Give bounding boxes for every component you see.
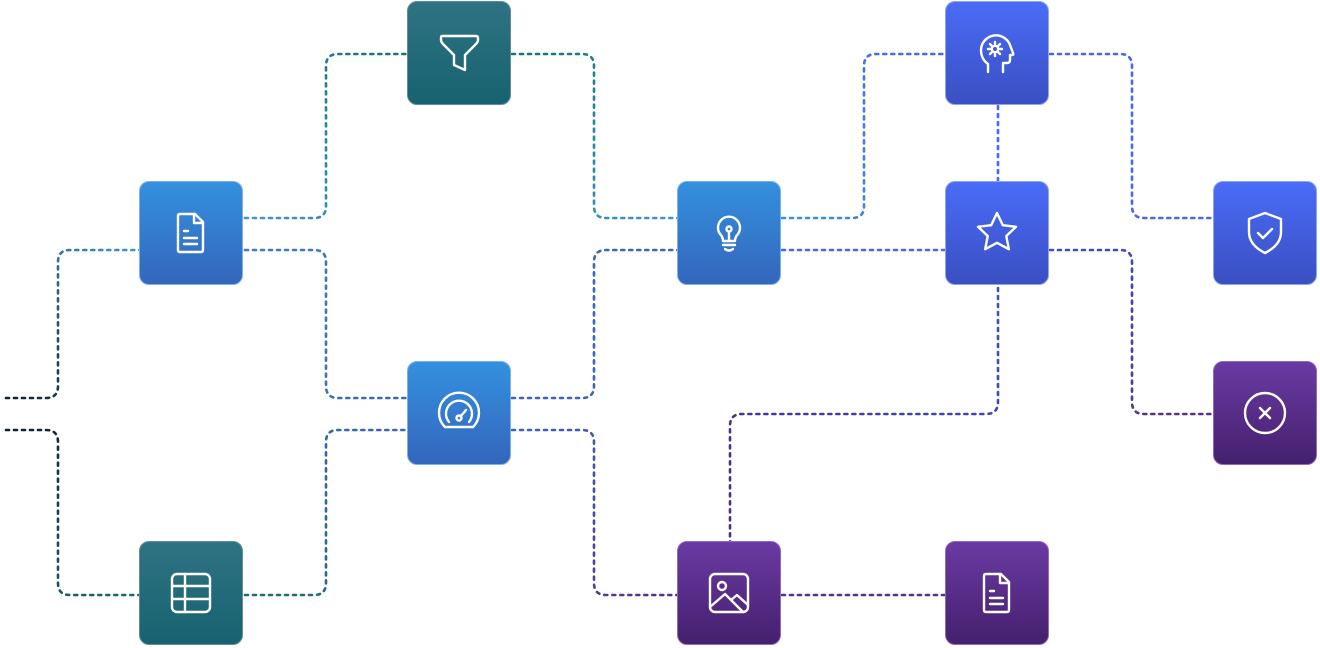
edge-filter-idea (510, 52, 680, 220)
document-icon (982, 572, 1011, 614)
star-icon (976, 211, 1018, 251)
filter-icon (439, 34, 480, 72)
edge-doc-filter (243, 52, 410, 220)
table-icon (170, 572, 212, 614)
node-document-output[interactable] (945, 541, 1049, 645)
node-idea[interactable] (677, 181, 781, 285)
edge-star-image (728, 286, 1000, 544)
node-document-source[interactable] (139, 181, 243, 285)
edge-input-table (4, 428, 142, 597)
edge-table-dashboard (243, 428, 410, 597)
gauge-icon (437, 391, 481, 429)
node-dashboard[interactable] (407, 361, 511, 465)
edge-aihead-shield (1048, 52, 1216, 220)
shield-check-icon (1247, 211, 1283, 255)
image-icon (708, 572, 750, 614)
close-circle-icon (1243, 391, 1287, 435)
edge-dashboard-idea (510, 248, 680, 400)
ai-head-icon (979, 34, 1015, 74)
edge-star-reject (1048, 248, 1216, 416)
edge-doc-dashboard (243, 248, 410, 400)
document-icon (176, 212, 205, 254)
node-table[interactable] (139, 541, 243, 645)
edge-dashboard-image (510, 428, 680, 597)
node-image[interactable] (677, 541, 781, 645)
node-reject[interactable] (1213, 361, 1317, 465)
node-shield[interactable] (1213, 181, 1317, 285)
lightbulb-icon (716, 215, 742, 252)
node-star[interactable] (945, 181, 1049, 285)
node-ai-head[interactable] (945, 1, 1049, 105)
node-filter[interactable] (407, 1, 511, 105)
edge-input-doc-2 (4, 248, 142, 400)
edge-idea-aihead (780, 52, 948, 220)
